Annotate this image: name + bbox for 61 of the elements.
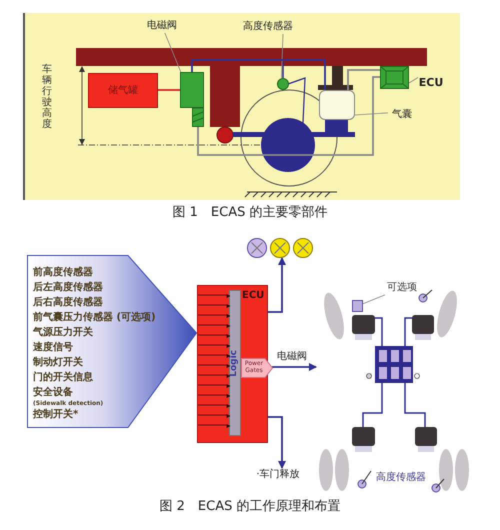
signal-label: 制动灯开关 [33,356,84,370]
signal-arrow [198,414,230,418]
arrow [268,257,286,313]
leader-line [362,294,386,304]
leader-line [281,34,284,78]
signal-arrow [198,374,230,378]
figure-caption: 图 2 ECAS 的工作原理和布置 [158,498,342,516]
leader-line [164,32,182,72]
figure-caption: 图 1 ECAS 的主要零部件 [172,204,328,222]
part-label: 高度传感器 [240,20,296,34]
indicator-lamp [247,238,267,258]
signal-arrow [198,334,230,338]
input-signals-arrow [27,255,197,428]
part-label: ECU [418,76,444,90]
signal-arrow [198,384,230,388]
ecu-unit [380,66,409,89]
signal-label: 速度信号 [33,340,74,355]
signal-arrow [198,394,230,398]
signal-label: 气源压力开关 [33,326,94,340]
signal-arrow [198,304,230,308]
logic-bar [229,290,241,436]
power-gates-arrow [241,358,273,378]
signal-arrow [198,404,230,408]
signal-label: 后左高度传感器 [33,280,104,295]
signal-arrow [198,364,230,368]
output-label: ·车门释放 [250,468,306,482]
leader-line [354,112,388,116]
air-spring [319,90,355,120]
air-tank [88,73,158,108]
signal-label: 后右高度传感器 [33,295,104,310]
signal-label: 控制开关* [33,408,80,422]
signal-arrow [198,344,230,348]
arrow [268,416,286,469]
signal-arrow [198,324,230,328]
optional-sensor [352,300,363,312]
indicator-lamp [293,238,313,258]
pipe-line [197,76,380,156]
tank-label: 储气罐 [108,84,138,98]
part-label: 气囊 [388,108,416,122]
pipe-line [191,59,326,90]
signal-arrow [198,354,230,358]
solenoid-valve [180,72,204,127]
signal-arrow [198,314,230,318]
part-label: 可选项 [385,281,419,295]
signal-arrow [198,424,230,428]
arrow [272,363,317,371]
pipe-line [347,69,380,90]
dimension-label: 车辆行驶高度 [42,64,53,130]
signal-label: 前高度传感器 [33,265,94,280]
signal-label: 前气囊压力传感器 (可选项) [33,310,156,325]
leader-line [408,77,418,84]
signal-label: 安全设备 [33,385,74,400]
indicator-lamp [270,238,290,258]
signal-label: 门的开关信息 [33,370,94,385]
part-label: 电磁阀 [145,19,179,33]
signal-arrow [198,294,230,298]
signal-label: ECU [242,289,264,303]
edge-label: 电磁阀 [276,351,308,363]
pipe-line [158,89,180,91]
logic-label: Logic [228,350,240,376]
part-label: 高度传感器 [375,470,427,485]
